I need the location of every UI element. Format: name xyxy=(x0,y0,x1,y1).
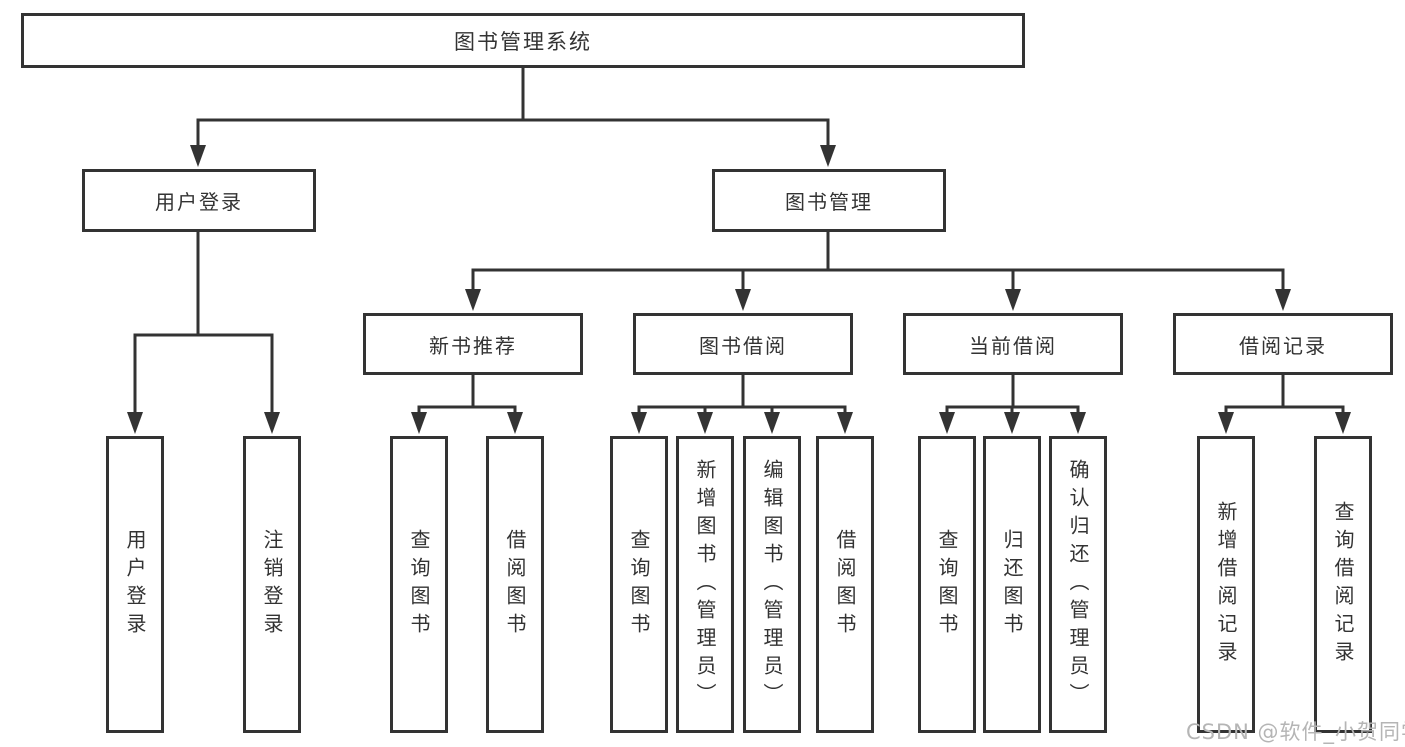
node-label: 借阅图书 xyxy=(503,528,527,641)
node-label: 图书管理系统 xyxy=(454,29,592,54)
leaf-query-borrowing-record: 查询借阅记录 xyxy=(1314,436,1372,733)
node-label: 查询借阅记录 xyxy=(1331,500,1355,669)
leaf-logout: 注销登录 xyxy=(243,436,301,733)
node-label: 新增图书（管理员） xyxy=(693,458,717,711)
node-label: 确认归还（管理员） xyxy=(1066,458,1090,711)
arrow-down-icon xyxy=(507,412,523,434)
leaf-return-books: 归还图书 xyxy=(983,436,1041,733)
node-label: 图书借阅 xyxy=(699,333,787,358)
arrow-down-icon xyxy=(411,412,427,434)
node-label: 注销登录 xyxy=(260,528,284,641)
arrow-down-icon xyxy=(1335,412,1351,434)
leaf-user-login: 用户登录 xyxy=(106,436,164,733)
node-label: 新书推荐 xyxy=(429,333,517,358)
arrow-down-icon xyxy=(939,412,955,434)
arrow-down-icon xyxy=(837,412,853,434)
arrow-down-icon xyxy=(764,412,780,434)
node-current-borrowing: 当前借阅 xyxy=(903,313,1123,375)
leaf-query-books: 查询图书 xyxy=(610,436,668,733)
arrow-down-icon xyxy=(1218,412,1234,434)
leaf-confirm-return-admin: 确认归还（管理员） xyxy=(1049,436,1107,733)
node-label: 用户登录 xyxy=(123,528,147,641)
arrow-down-icon xyxy=(127,412,143,434)
node-borrowing-records: 借阅记录 xyxy=(1173,313,1393,375)
node-label: 图书管理 xyxy=(785,190,873,214)
node-book-borrowing: 图书借阅 xyxy=(633,313,853,375)
leaf-edit-books-admin: 编辑图书（管理员） xyxy=(743,436,801,733)
node-new-book-recommendation: 新书推荐 xyxy=(363,313,583,375)
node-label: 查询图书 xyxy=(935,528,959,641)
node-label: 当前借阅 xyxy=(969,333,1057,358)
node-label: 用户登录 xyxy=(155,190,243,214)
arrow-down-icon xyxy=(1070,412,1086,434)
arrow-down-icon xyxy=(264,412,280,434)
arrow-down-icon xyxy=(697,412,713,434)
arrow-down-icon xyxy=(820,145,836,167)
leaf-add-books-admin: 新增图书（管理员） xyxy=(676,436,734,733)
arrow-down-icon xyxy=(631,412,647,434)
node-label: 查询图书 xyxy=(407,528,431,641)
node-label: 借阅图书 xyxy=(833,528,857,641)
node-book-management-branch: 图书管理 xyxy=(712,169,946,232)
leaf-borrow-books: 借阅图书 xyxy=(816,436,874,733)
node-root-system: 图书管理系统 xyxy=(21,13,1025,68)
arrow-down-icon xyxy=(1005,289,1021,311)
leaf-query-books: 查询图书 xyxy=(918,436,976,733)
node-label: 查询图书 xyxy=(627,528,651,641)
leaf-query-books: 查询图书 xyxy=(390,436,448,733)
arrow-down-icon xyxy=(1004,412,1020,434)
arrow-down-icon xyxy=(190,145,206,167)
leaf-borrow-books: 借阅图书 xyxy=(486,436,544,733)
node-label: 归还图书 xyxy=(1000,528,1024,641)
node-label: 借阅记录 xyxy=(1239,333,1327,358)
node-label: 新增借阅记录 xyxy=(1214,500,1238,669)
node-label: 编辑图书（管理员） xyxy=(760,458,784,711)
node-user-login-branch: 用户登录 xyxy=(82,169,316,232)
arrow-down-icon xyxy=(465,289,481,311)
arrow-down-icon xyxy=(1275,289,1291,311)
arrow-down-icon xyxy=(735,289,751,311)
leaf-add-borrowing-record: 新增借阅记录 xyxy=(1197,436,1255,733)
watermark: CSDN @软件_小贺同学 xyxy=(1186,720,1405,744)
